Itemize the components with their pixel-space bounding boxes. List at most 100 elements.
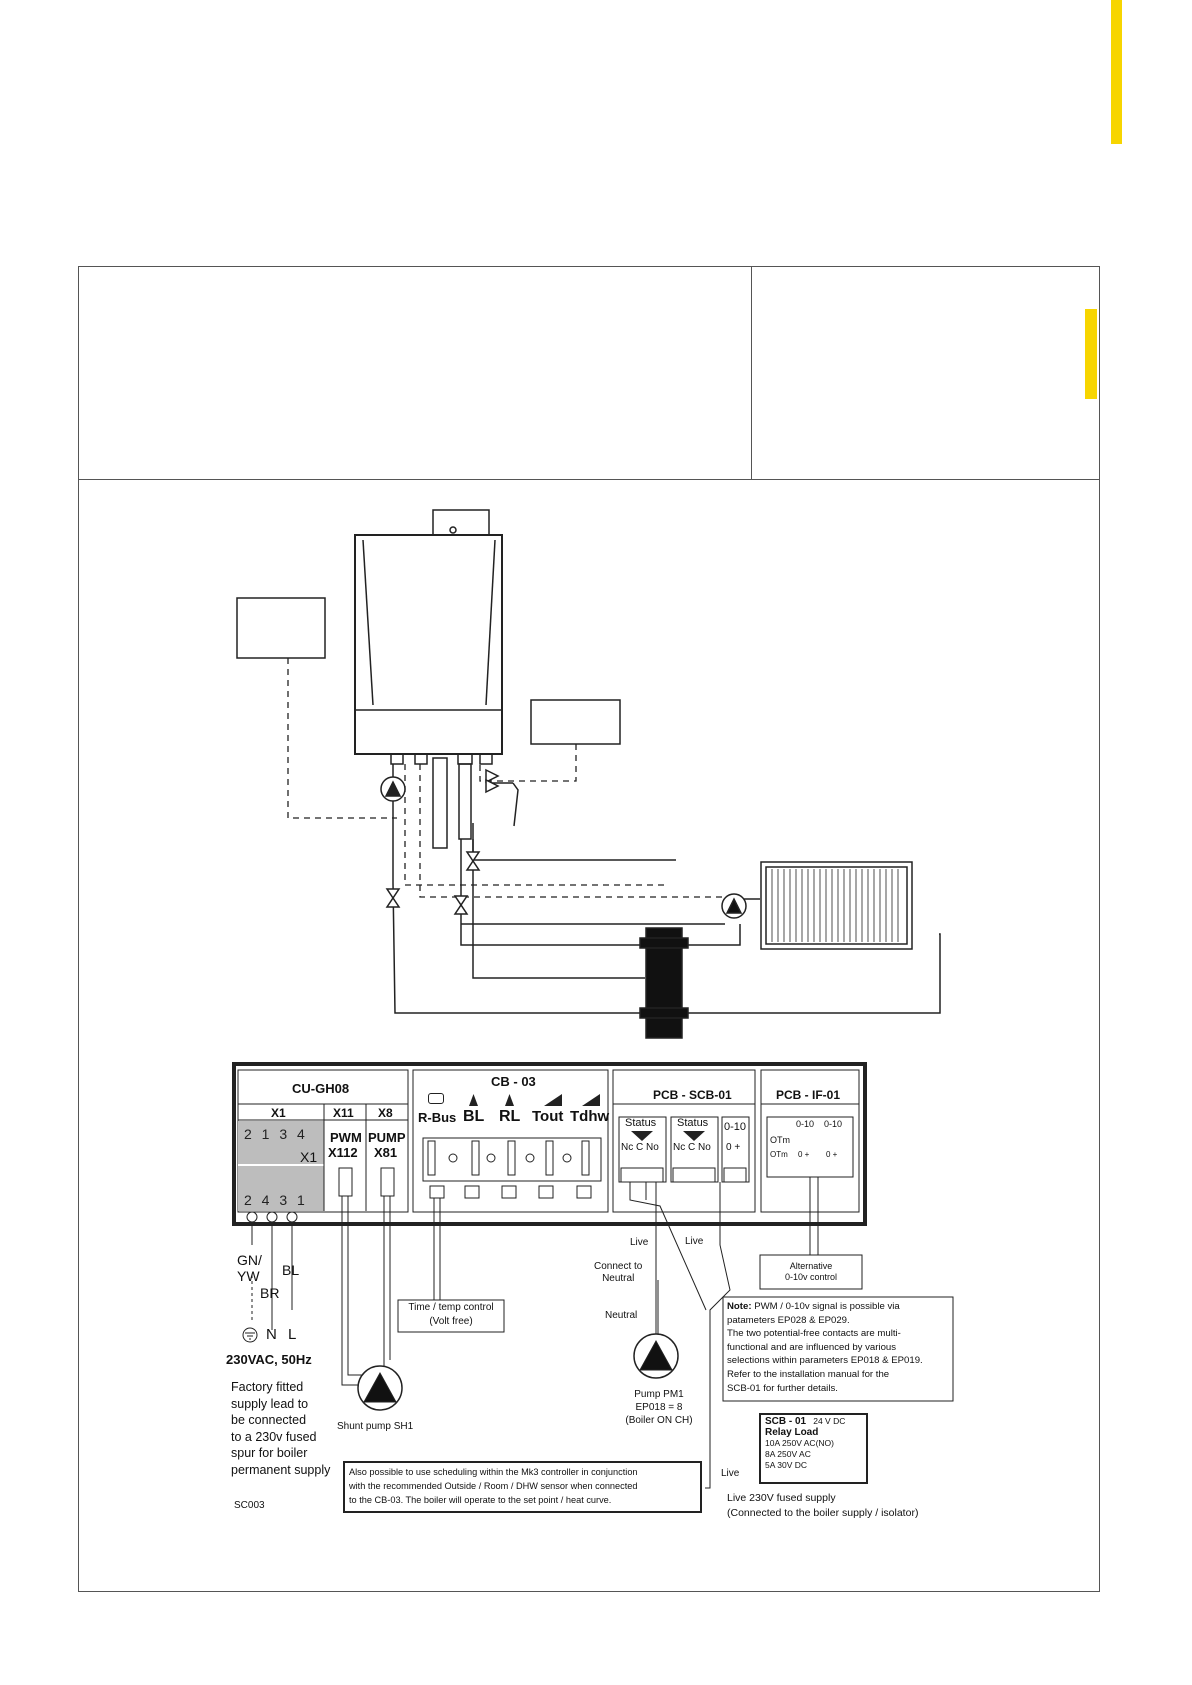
note-line: The two potential-free contacts are mult…: [727, 1328, 901, 1340]
cb-bl: BL: [463, 1108, 485, 1125]
scb-0-plus: 0 +: [726, 1142, 741, 1153]
note-bold: Note:: [727, 1301, 752, 1312]
status-arrow-2-icon: [683, 1131, 705, 1141]
header-divider: [78, 479, 1099, 480]
note-line: functional and are influenced by various: [727, 1341, 897, 1353]
relay-line: 5A 30V DC: [765, 1460, 808, 1470]
alternative-line: Alternative: [789, 1261, 833, 1271]
live-label-2: Live: [685, 1236, 704, 1247]
note-line: Refer to the installation manual for the: [727, 1368, 890, 1380]
factory-note-line: to a 230v fused: [231, 1429, 317, 1444]
pump-pm1-line: Pump PM1: [634, 1389, 684, 1400]
alternative-line: 0-10v control: [784, 1272, 838, 1282]
cu-x1: X1: [271, 1106, 286, 1120]
cu-x112: X112: [328, 1145, 358, 1160]
boiler-flue: [432, 509, 490, 537]
return-sensor-icon: [505, 1094, 514, 1106]
factory-note: Factory fitted supply lead to be connect…: [231, 1379, 330, 1478]
cb-tdhw: Tdhw: [570, 1108, 610, 1125]
control-box-right: [530, 699, 621, 745]
cu-x1-top-terms: 2 1 3 4: [244, 1126, 305, 1142]
drawing-code: SC003: [234, 1500, 265, 1511]
relay-box: [759, 1413, 868, 1484]
live-label-3: Live: [721, 1468, 740, 1479]
scheduling-line: to the CB-03. The boiler will operate to…: [349, 1495, 612, 1505]
boiler-sensor-icon: [469, 1094, 478, 1106]
cu-x1-sub: X1: [300, 1149, 318, 1165]
factory-note-line: spur for boiler: [231, 1446, 308, 1460]
scb-title: PCB - SCB-01: [653, 1088, 732, 1102]
l-label: L: [288, 1326, 297, 1343]
wiring-diagram: [232, 1062, 954, 1513]
yellow-tab-mid: [1085, 309, 1097, 399]
relay-line: 10A 250V AC(NO): [765, 1438, 834, 1448]
scheduling-line: with the recommended Outside / Room / DH…: [349, 1481, 638, 1491]
gnyw-label-2: YW: [237, 1268, 260, 1284]
if01-0-plus-b: 0 +: [826, 1150, 838, 1159]
relay-text: SCB - 01 24 V DC Relay Load 10A 250V AC(…: [765, 1416, 865, 1471]
scheduling-text: Also possible to use scheduling within t…: [349, 1465, 701, 1507]
cb-rbus: R-Bus: [418, 1110, 457, 1125]
bus-icon: [428, 1093, 444, 1104]
scb-status-1: Status: [625, 1117, 657, 1129]
if01-0-10-a: 0-10: [796, 1119, 815, 1129]
br-wire-label: BR: [260, 1285, 280, 1301]
scb-status-2: Status: [677, 1117, 709, 1129]
cu-pwm: PWM: [330, 1130, 362, 1145]
cu-x11: X11: [333, 1106, 354, 1120]
relay-title: SCB - 01: [765, 1416, 807, 1427]
status-arrow-1-icon: [631, 1131, 653, 1141]
time-temp-label: Time / temp control (Volt free): [398, 1301, 504, 1329]
scb-0-10: 0-10: [724, 1121, 747, 1133]
relay-volt: 24 V DC: [813, 1416, 846, 1426]
scheduling-box: [343, 1461, 702, 1513]
cu-title: CU-GH08: [292, 1081, 350, 1096]
boiler-body: [354, 534, 503, 755]
live-supply-line: Live 230V fused supply: [727, 1492, 836, 1504]
factory-note-line: be connected: [231, 1413, 307, 1427]
if01-otm: OTm: [770, 1135, 790, 1145]
relay-load: Relay Load: [765, 1427, 819, 1438]
if01-otm-2: OTm: [770, 1150, 788, 1159]
note-box: [722, 1296, 954, 1402]
shunt-pump-label: Shunt pump SH1: [337, 1421, 414, 1432]
note-text: Note: PWM / 0-10v signal is possible via…: [727, 1300, 953, 1395]
note-line: SCB-01 for further details.: [727, 1382, 838, 1394]
time-temp-line: (Volt free): [429, 1316, 473, 1327]
neutral-label: Neutral: [605, 1310, 638, 1321]
cb-tout: Tout: [532, 1108, 564, 1125]
note-line: patameters EP028 & EP029.: [727, 1314, 850, 1326]
pump-pm1-line: EP018 = 8: [635, 1402, 683, 1413]
outer-frame: [78, 266, 1100, 1592]
yellow-tab-top: [1111, 0, 1122, 144]
gnyw-label: GN/: [237, 1252, 262, 1268]
header-column-divider: [751, 266, 752, 479]
note-line: PWM / 0-10v signal is possible via: [754, 1301, 900, 1312]
factory-note-line: permanent supply: [231, 1462, 331, 1477]
cu-pump: PUMP: [368, 1130, 406, 1145]
live-supply-line: (Connected to the boiler supply / isolat…: [727, 1507, 919, 1519]
if01-title: PCB - IF-01: [776, 1088, 841, 1102]
cu-x1-bottom-terms: 2 4 3 1: [244, 1192, 305, 1208]
factory-note-line: supply lead to: [231, 1396, 309, 1411]
pump-pm1-line: (Boiler ON CH): [625, 1415, 693, 1426]
scheduling-line: Also possible to use scheduling within t…: [349, 1467, 638, 1477]
connect-neutral-label: Connect to Neutral: [594, 1261, 642, 1285]
cu-x81: X81: [374, 1145, 398, 1160]
cb-title: CB - 03: [491, 1074, 536, 1089]
live-supply-label: Live 230V fused supply (Connected to the…: [727, 1491, 918, 1521]
note-line: selections within parameters EP018 & EP0…: [727, 1355, 923, 1367]
alternative-label: Alternative 0-10v control: [760, 1261, 862, 1283]
connect-neutral-line: Neutral: [602, 1273, 635, 1284]
hydraulic-schematic: [236, 509, 941, 1039]
pump-pm1-label: Pump PM1 EP018 = 8 (Boiler ON CH): [614, 1388, 704, 1427]
connect-neutral-line: Connect to: [594, 1261, 643, 1272]
scb-nccno-2: Nc C No: [673, 1142, 711, 1153]
live-label-1: Live: [630, 1237, 649, 1248]
time-temp-line: Time / temp control: [408, 1302, 494, 1313]
factory-note-line: Factory fitted: [231, 1380, 304, 1394]
if01-0-10-b: 0-10: [824, 1119, 843, 1129]
scb-nccno-1: Nc C No: [621, 1142, 659, 1153]
if01-0-plus-a: 0 +: [798, 1150, 810, 1159]
bl-wire-label: BL: [282, 1262, 300, 1278]
